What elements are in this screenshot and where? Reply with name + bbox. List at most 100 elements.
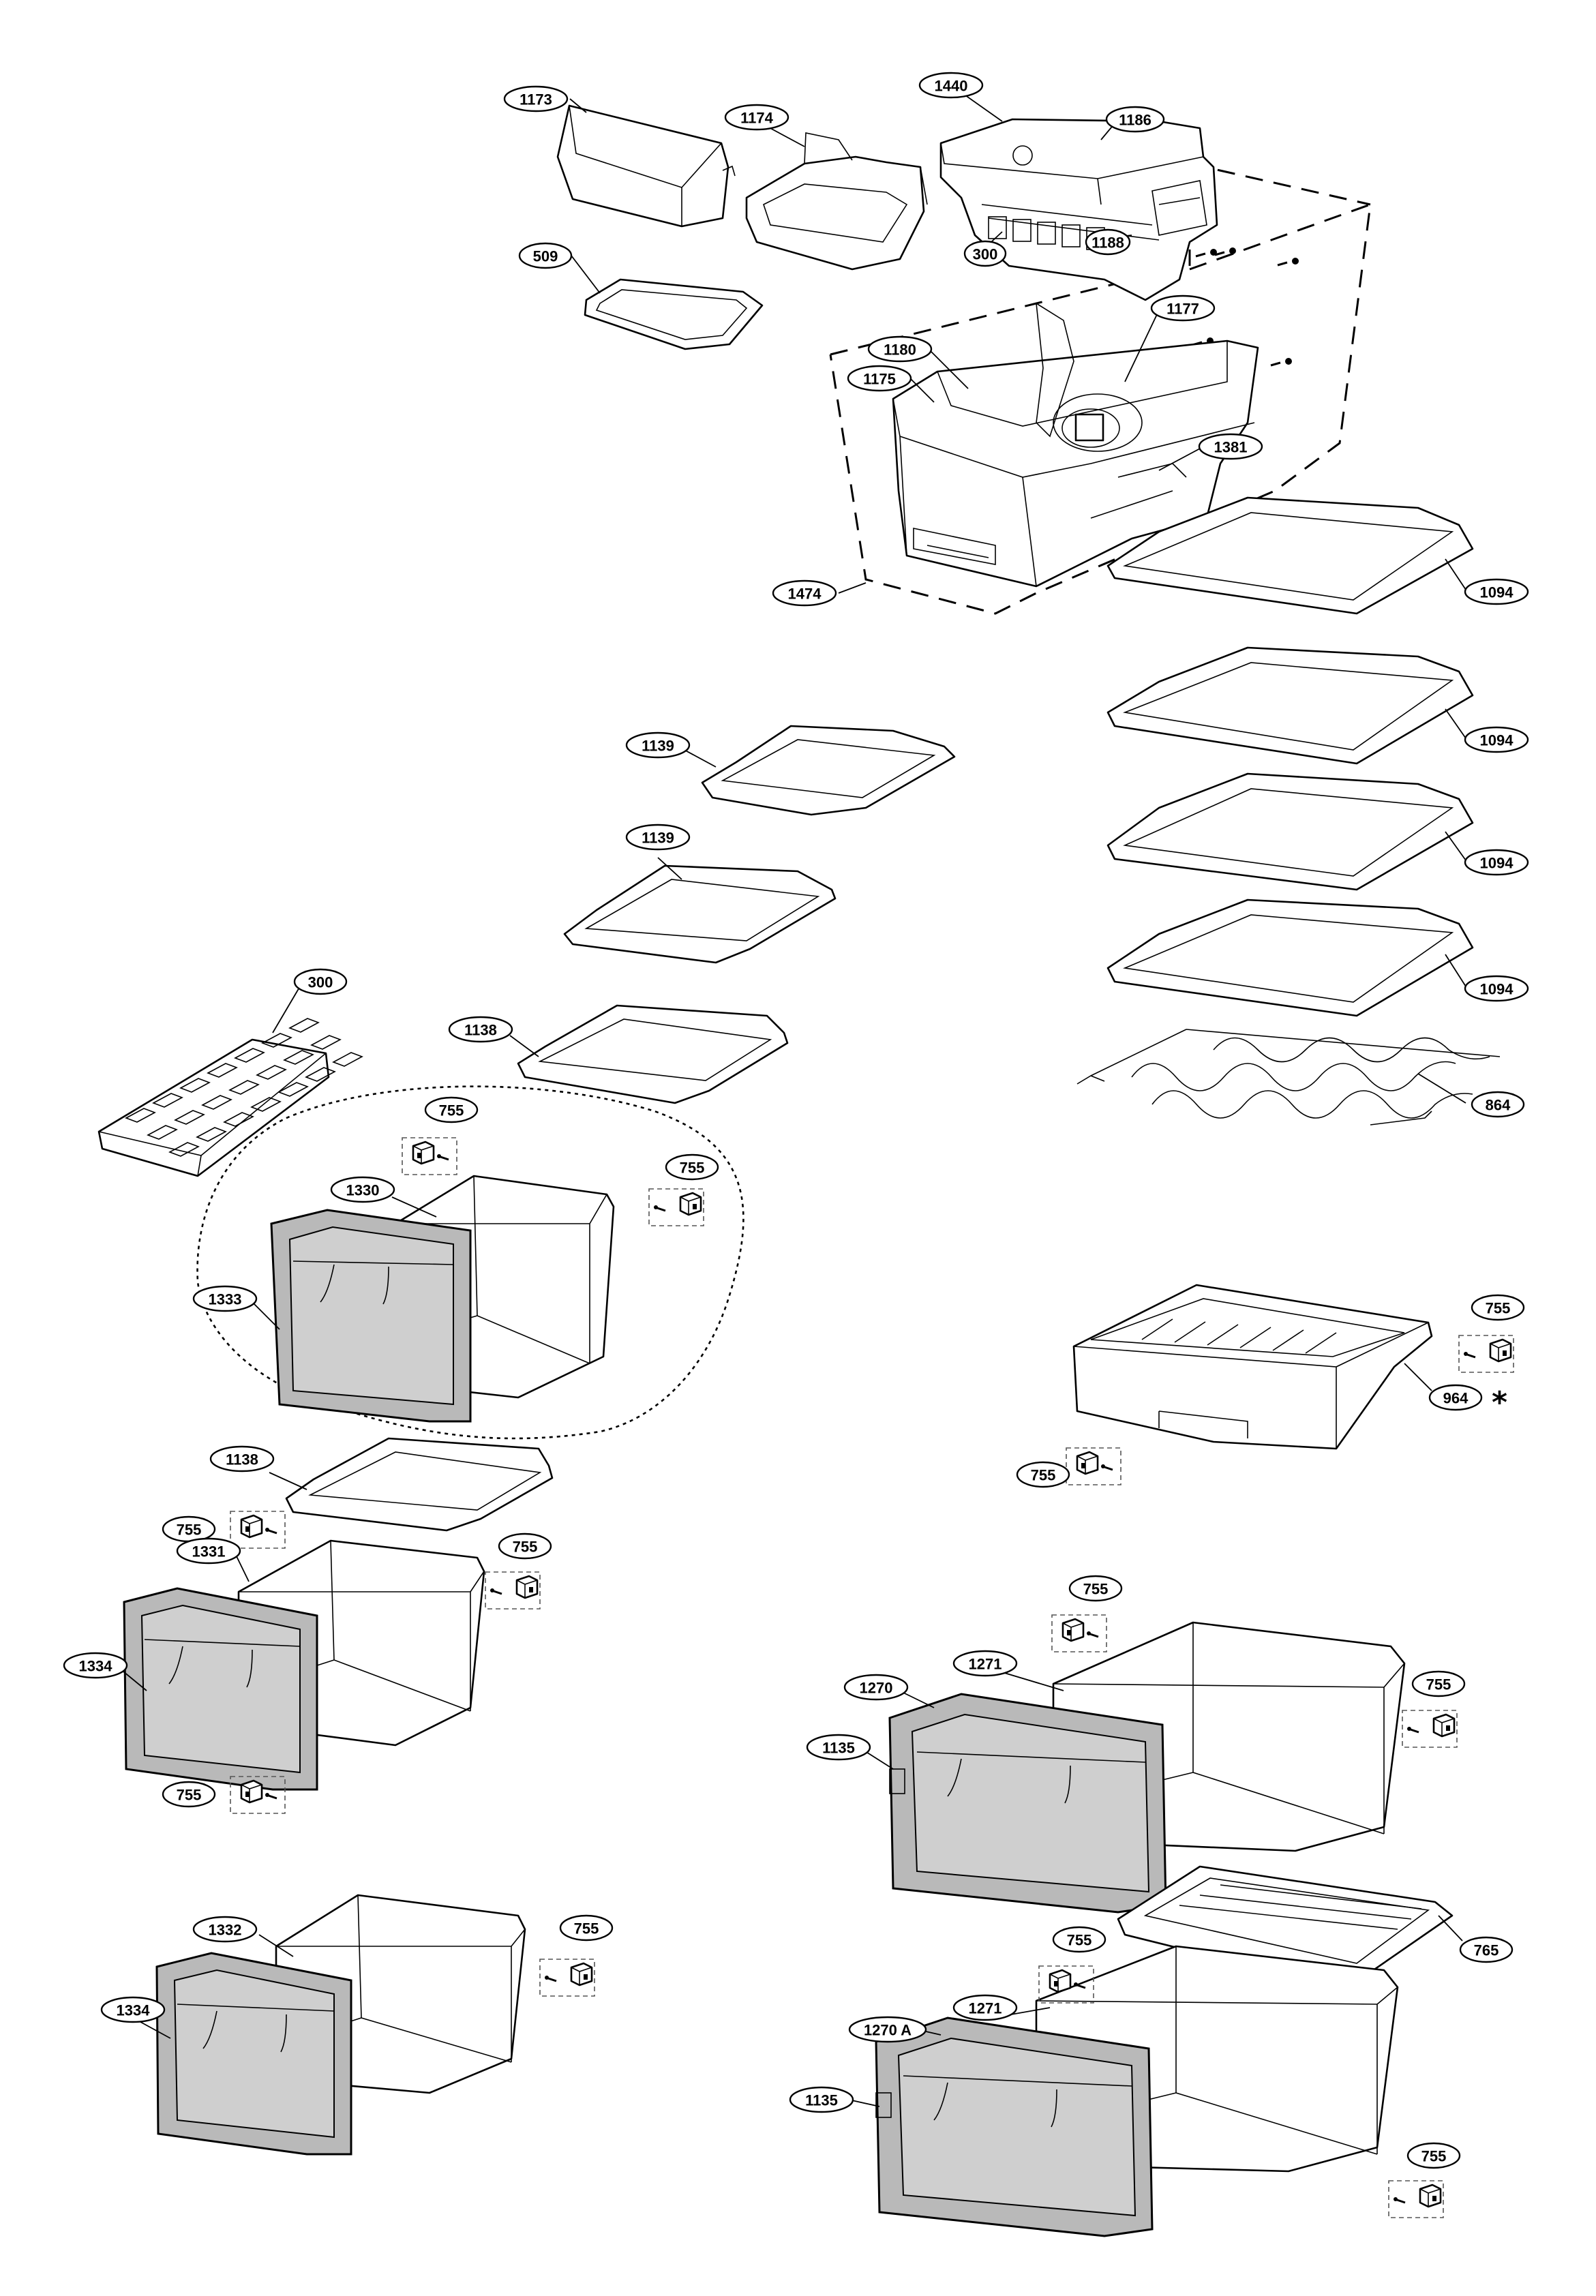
callout-1094b: 1094 (1464, 726, 1529, 753)
callout-1180: 1180 (867, 335, 933, 363)
callout-1188: 1188 (1085, 228, 1131, 256)
callout-1138a: 1138 (448, 1016, 513, 1043)
callout-label: 300 (973, 246, 998, 263)
callout-label: 1094 (1480, 584, 1514, 601)
callout-label: 1138 (464, 1022, 497, 1039)
callout-label: 1270 (860, 1680, 893, 1697)
callout-1135b: 1135 (789, 2086, 854, 2113)
callout-755c: 755 (1471, 1294, 1525, 1321)
callout-1334b: 1334 (100, 1996, 166, 2023)
drawer-front-1334-a (123, 1587, 318, 1791)
callout-755i: 755 (1411, 1670, 1466, 1697)
ice-cube-tray-300 (97, 1018, 363, 1177)
callout-755g: 755 (162, 1781, 216, 1808)
clip-755-a (401, 1136, 458, 1176)
crisper-cover-765 (1117, 1865, 1454, 1985)
callout-label: 755 (1486, 1300, 1511, 1317)
callout-label: 1135 (805, 2092, 838, 2109)
callout-label: 1173 (520, 91, 552, 108)
drawer-front-1270A (875, 2016, 1154, 2237)
gasket-509 (584, 278, 764, 350)
callout-1330: 1330 (330, 1176, 395, 1203)
clip-755-i (1401, 1709, 1458, 1749)
shelf-1139-b (563, 864, 837, 964)
drawer-front-1270 (888, 1693, 1167, 1914)
callout-300b: 300 (293, 968, 348, 995)
glass-shelf-1094-b (1106, 646, 1474, 765)
callout-label: 1270 A (864, 2022, 912, 2039)
callout-label: 1188 (1091, 235, 1124, 252)
callout-label: 1381 (1214, 439, 1248, 456)
callout-label: 1333 (209, 1291, 242, 1308)
callout-label: 1334 (117, 2002, 151, 2019)
callout-1139a: 1139 (625, 731, 691, 759)
callout-1094d: 1094 (1464, 975, 1529, 1002)
callout-1331: 1331 (176, 1537, 241, 1565)
callout-755l: 755 (559, 1914, 614, 1942)
clip-755-b (648, 1188, 705, 1227)
clip-755-e (229, 1510, 286, 1550)
callout-1270: 1270 (843, 1674, 909, 1701)
callout-label: 1271 (969, 1656, 1002, 1673)
callout-label: 755 (439, 1102, 464, 1119)
callout-label: 1135 (822, 1740, 855, 1757)
ice-maker-1440 (939, 118, 1299, 367)
asterisk-note: * (1492, 1385, 1507, 1420)
callout-label: 755 (1067, 1932, 1092, 1949)
clip-755-d (1065, 1447, 1122, 1486)
drawer-front-1333 (270, 1209, 472, 1423)
callout-label: 864 (1486, 1097, 1511, 1114)
callout-label: 765 (1474, 1942, 1499, 1959)
clip-755-f (484, 1571, 541, 1610)
callout-label: 755 (574, 1920, 599, 1937)
callout-1333: 1333 (192, 1285, 258, 1312)
callout-1177: 1177 (1150, 294, 1216, 322)
callout-755h: 755 (1068, 1575, 1123, 1602)
drawer-front-1334-b (155, 1952, 352, 2156)
callout-label: 1175 (863, 371, 896, 388)
callout-1271a: 1271 (952, 1650, 1018, 1677)
callout-300a: 300 (963, 240, 1007, 267)
callout-1474: 1474 (772, 579, 837, 607)
callout-label: 755 (513, 1539, 538, 1556)
callout-label: 1139 (642, 738, 674, 755)
callout-label: 1474 (788, 586, 822, 603)
clip-755-l (539, 1958, 596, 1997)
callout-label: 1440 (935, 78, 968, 95)
callout-label: 509 (533, 248, 558, 265)
callout-label: 1334 (79, 1658, 113, 1675)
callout-1332: 1332 (192, 1916, 258, 1943)
drawer-964 (1072, 1284, 1433, 1450)
callout-label: 1180 (884, 342, 916, 359)
callout-label: 1332 (209, 1922, 242, 1939)
callout-label: 755 (1031, 1467, 1056, 1484)
callout-1175: 1175 (847, 365, 912, 392)
callout-label: 1094 (1480, 981, 1514, 998)
callout-509: 509 (518, 242, 573, 269)
callout-765: 765 (1459, 1936, 1514, 1963)
clip-755-c (1458, 1334, 1515, 1374)
callout-755e: 755 (162, 1515, 216, 1543)
callout-label: 1331 (192, 1543, 226, 1560)
wine-rack-864 (1076, 1029, 1501, 1126)
callout-1094a: 1094 (1464, 578, 1529, 605)
callout-1440: 1440 (918, 72, 984, 99)
callout-label: 755 (177, 1787, 202, 1804)
callout-755a: 755 (424, 1096, 479, 1123)
callout-1271b: 1271 (952, 1994, 1018, 2021)
callout-label: 755 (680, 1160, 705, 1177)
callout-964: 964 (1428, 1384, 1483, 1411)
callout-label: 1138 (226, 1451, 258, 1468)
callout-1135a: 1135 (806, 1734, 871, 1761)
callout-label: 964 (1443, 1390, 1469, 1407)
clip-755-k (1387, 2179, 1445, 2219)
callout-label: 755 (1426, 1676, 1451, 1693)
callout-1094c: 1094 (1464, 849, 1529, 876)
callout-label: 1330 (346, 1182, 380, 1199)
callout-1334a: 1334 (63, 1652, 128, 1679)
callout-1173: 1173 (503, 85, 569, 112)
callout-864: 864 (1471, 1091, 1525, 1118)
callout-label: 755 (177, 1522, 202, 1539)
callout-1186: 1186 (1105, 106, 1165, 133)
